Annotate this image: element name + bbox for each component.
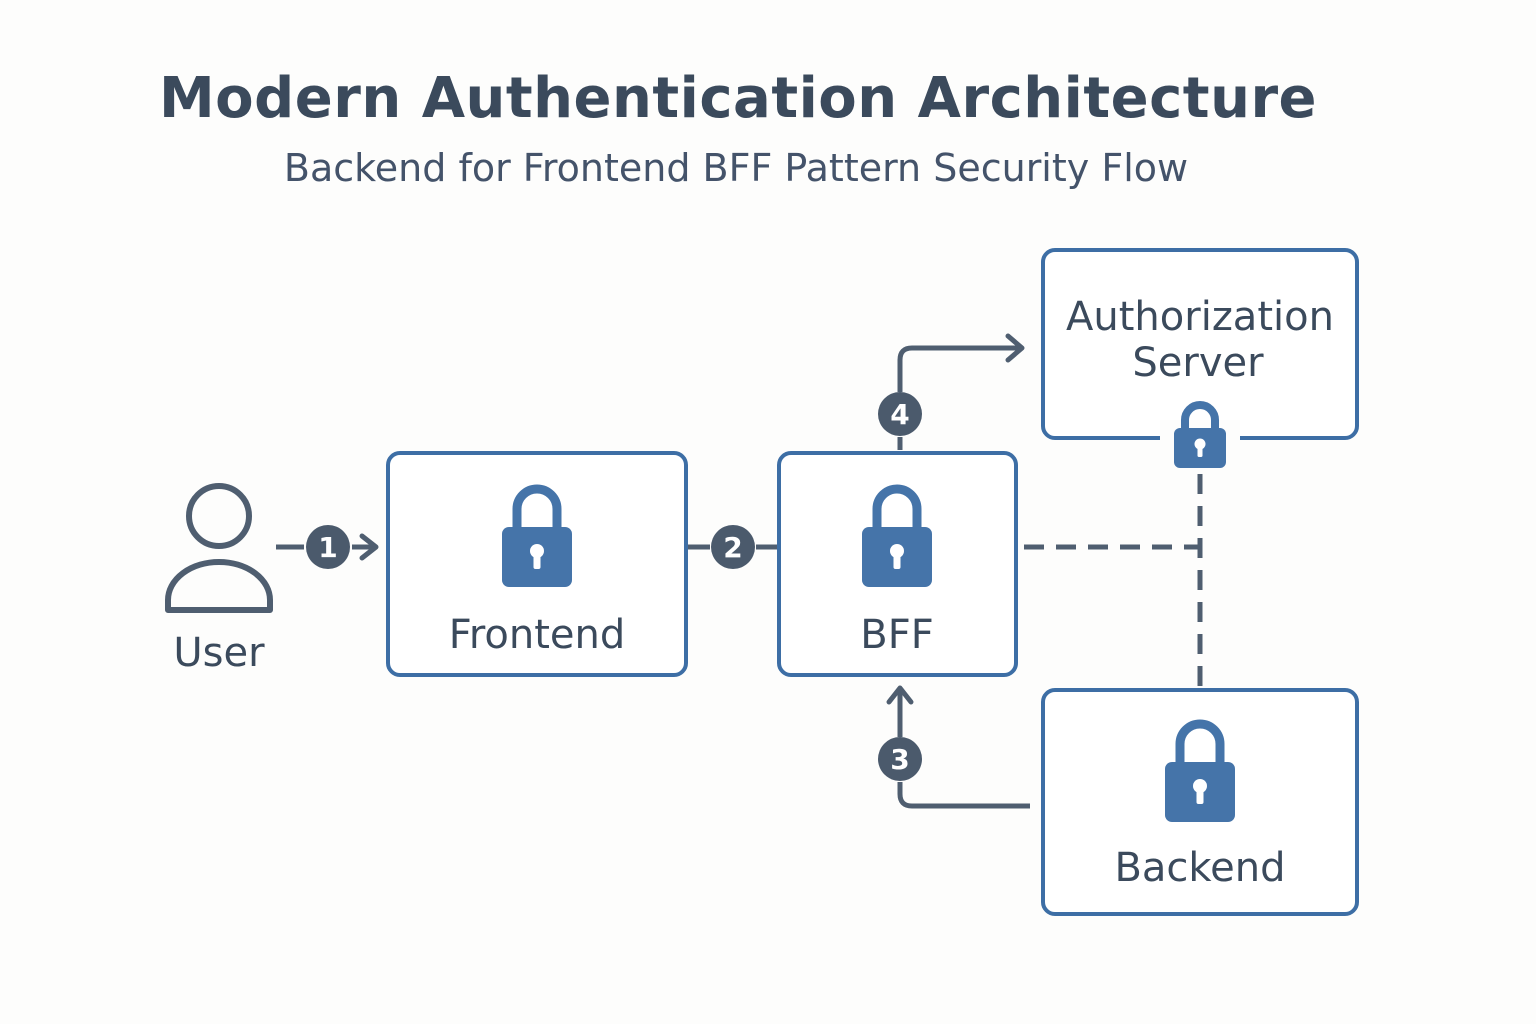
user-label: User: [173, 630, 265, 676]
step-badge-3-label: 3: [890, 743, 909, 776]
lock-icon: [1174, 401, 1226, 468]
diagram-title: Modern Authentication Architecture: [158, 66, 1318, 131]
step-badge-2-label: 2: [723, 531, 742, 564]
frontend-node: Frontend: [386, 451, 688, 677]
step-badge-4-label: 4: [890, 398, 909, 431]
dashed-trust-connector: [1024, 474, 1203, 688]
backend-node: Backend: [1041, 688, 1359, 916]
user-icon: [165, 483, 273, 613]
bff-label: BFF: [860, 612, 933, 658]
backend-label: Backend: [1114, 845, 1285, 891]
authorization-server-node: Authorization Server: [1041, 248, 1359, 468]
connector-user-frontend: [276, 533, 379, 561]
step-badge-1-label: 1: [318, 531, 337, 564]
user-node: User: [165, 483, 273, 676]
auth-label-line2: Server: [1132, 340, 1264, 386]
step-badge-4: 4: [878, 392, 922, 436]
bff-node: BFF: [777, 451, 1018, 677]
connector-bff-auth: [897, 333, 1025, 450]
frontend-label: Frontend: [449, 612, 626, 658]
step-badge-1: 1: [306, 525, 350, 569]
diagram-subtitle: Backend for Frontend BFF Pattern Securit…: [283, 146, 1189, 190]
auth-label-line1: Authorization: [1066, 294, 1334, 340]
step-badge-3: 3: [878, 737, 922, 781]
step-badge-2: 2: [711, 525, 755, 569]
connector-backend-bff: [886, 685, 1030, 809]
